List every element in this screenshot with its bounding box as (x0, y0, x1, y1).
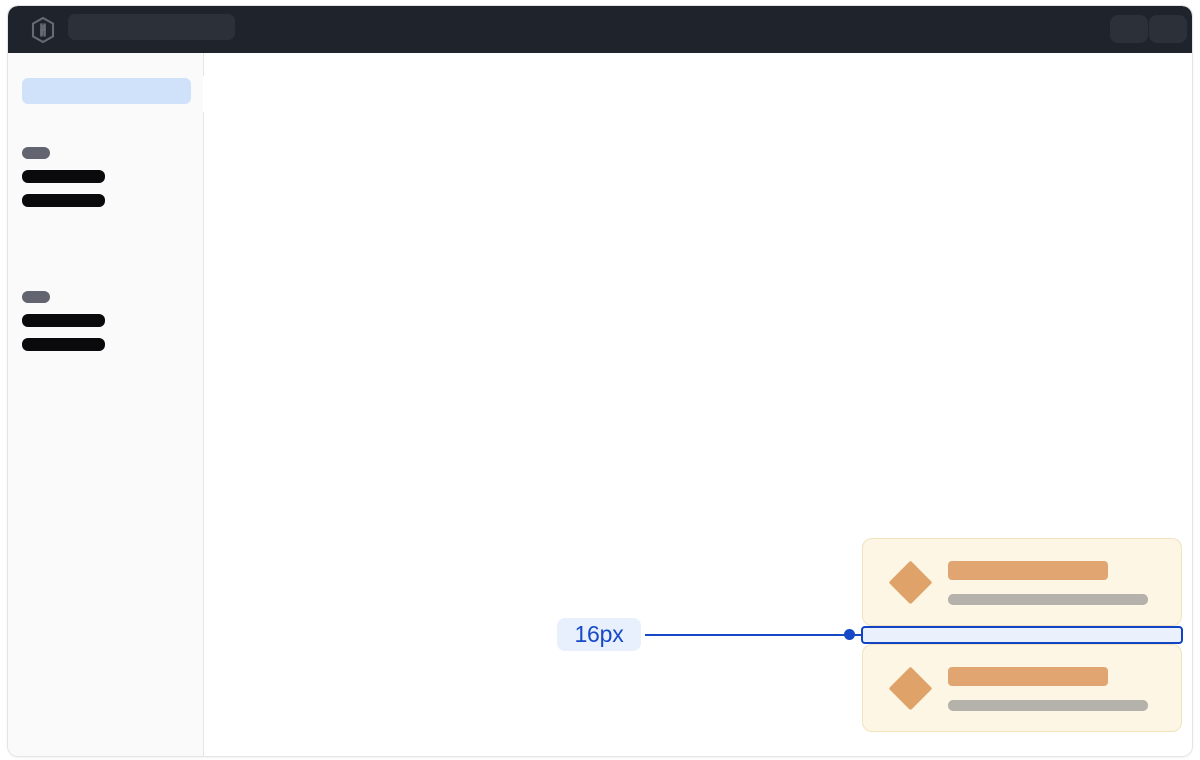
main-canvas: 16px (204, 53, 1192, 756)
app-window: 16px (8, 6, 1192, 756)
card-text-lines (948, 667, 1156, 711)
diamond-icon (888, 560, 933, 605)
card-title (948, 561, 1108, 580)
spacing-label-badge: 16px (557, 618, 641, 651)
hashicorp-hexagon-logo-icon[interactable] (30, 17, 56, 43)
sidebar-group-1-tag (22, 147, 50, 159)
card-title (948, 667, 1108, 686)
card-text-lines (948, 561, 1156, 605)
app-body: 16px (8, 53, 1192, 756)
content-card[interactable] (862, 644, 1182, 732)
sidebar-group-1 (22, 147, 105, 207)
sidebar-item-group-2-row-1[interactable] (22, 314, 105, 327)
spacing-label-text: 16px (574, 621, 624, 647)
card-subtitle (948, 594, 1148, 605)
sidebar-item-group-2-row-2[interactable] (22, 338, 105, 351)
sidebar-item-selected[interactable] (22, 78, 191, 104)
content-card[interactable] (862, 538, 1182, 626)
diamond-icon (888, 666, 933, 711)
header-search-input[interactable] (68, 14, 235, 40)
app-header (8, 6, 1192, 53)
header-action-button-1[interactable] (1110, 15, 1148, 43)
sidebar-group-2 (22, 291, 105, 351)
spacing-leader-line (645, 634, 861, 636)
sidebar-group-2-tag (22, 291, 50, 303)
sidebar-item-group-1-row-2[interactable] (22, 194, 105, 207)
spacing-leader-dot (844, 629, 855, 640)
sidebar-item-group-1-row-1[interactable] (22, 170, 105, 183)
sidebar (8, 53, 204, 756)
spacing-measurement-box (861, 626, 1183, 644)
card-subtitle (948, 700, 1148, 711)
header-action-button-2[interactable] (1149, 15, 1187, 43)
